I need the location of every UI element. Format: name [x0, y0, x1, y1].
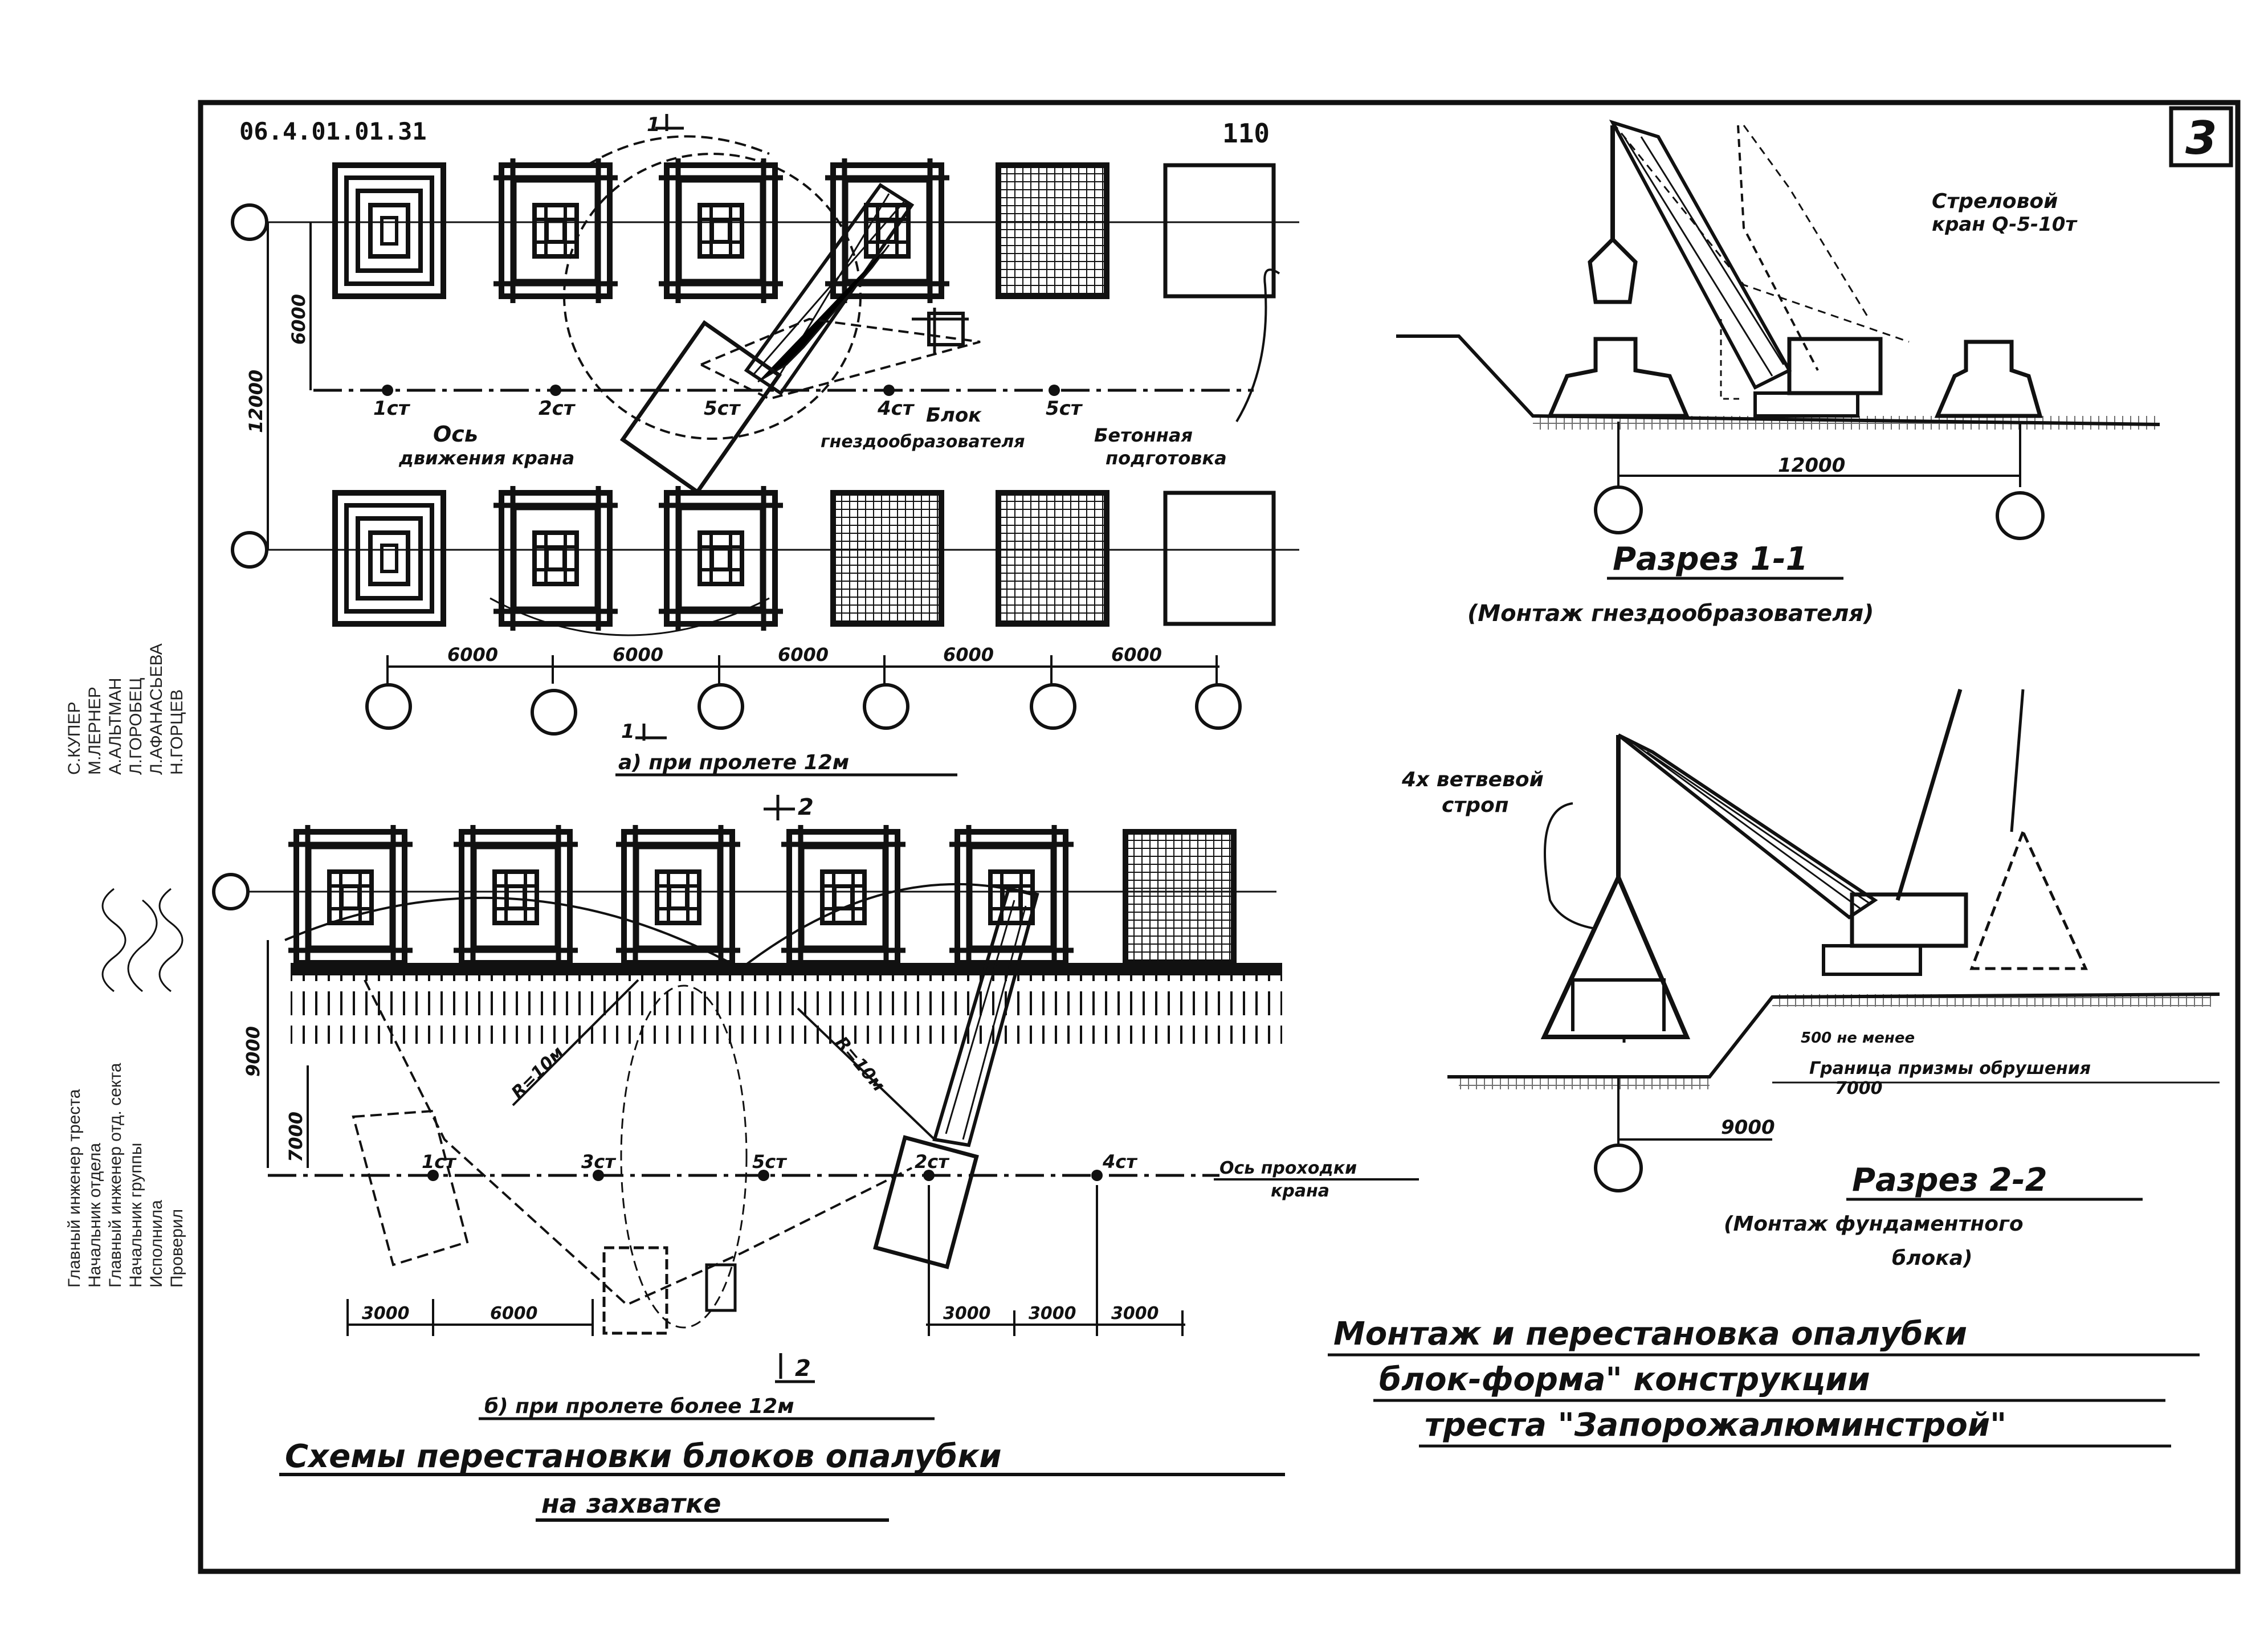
plan-b-stand-5: 5ст: [752, 1151, 788, 1173]
plan-a-dim-1: 6000: [447, 644, 498, 665]
handwritten-signatures: [101, 888, 183, 992]
plan-b-stand-1: 1ст: [422, 1151, 457, 1173]
stamp-role-4: Начальник группы: [127, 1143, 145, 1288]
plan-b-dim-9000: 9000: [242, 1026, 264, 1077]
section-1-title: Разрез 1-1: [1613, 541, 1808, 578]
crane-boom-plan-a: [619, 182, 981, 495]
crane-axis-label-2: движения крана: [398, 447, 574, 469]
prism-boundary-label: Граница призмы обрушения: [1809, 1059, 2091, 1079]
crane-type-label-2: кран Q-5-10т: [1932, 213, 2078, 236]
section-1-subtitle: (Монтаж гнездообразователя): [1467, 601, 1874, 627]
stamp-role-3: Главный инженер отд. секта: [106, 1063, 125, 1288]
section-2-dim-9000: 9000: [1721, 1116, 1775, 1139]
stamp-name-5: Л.АФАНАСЬЕВА: [147, 643, 166, 775]
dim-6000-vertical: 6000: [288, 294, 309, 345]
plan-a: 6000 12000 1ст 2ст 5ст 4ст 5ст Ось движе…: [231, 113, 1299, 777]
plan-b-stand-2: 2ст: [915, 1151, 950, 1173]
concrete-label-2: подготовка: [1106, 447, 1227, 469]
plan-b-axis-label-2: крана: [1271, 1181, 1329, 1201]
plan-b: 2 9000 7000 R=10м R=10м: [212, 794, 1419, 1420]
block-label: Блок: [926, 404, 982, 427]
right-title-line-1: Монтаж и перестановка опалубки: [1333, 1316, 1967, 1353]
stamp-name-4: Л.ГОРОБЕЦ: [127, 678, 145, 775]
plan-a-stand-4: 4ст: [877, 397, 915, 420]
plan-b-dim-r-1: 3000: [943, 1304, 991, 1324]
stamp-role-5: Исполнила: [147, 1200, 166, 1288]
plan-a-stand-1: 1ст: [373, 397, 411, 420]
main-title-2: на захватке: [541, 1488, 721, 1519]
plan-b-axis-label: Ось проходки: [1219, 1158, 1357, 1178]
plan-b-dim-l-2: 6000: [490, 1304, 538, 1324]
section-2-dim-7000: 7000: [1835, 1079, 1883, 1098]
cut2-top: 2: [798, 794, 814, 820]
stamp-name-6: Н.ГОРЦЕВ: [168, 689, 186, 775]
right-title-line-2: блок-форма" конструкции: [1379, 1361, 1870, 1398]
crane-boom-plan-b: [352, 887, 1039, 1335]
stamp-name-3: А.АЛЬТМАН: [106, 678, 125, 775]
page-number: 110: [1222, 118, 1270, 149]
crane-axis-label: Ось: [433, 422, 478, 447]
stamp-role-1: Главный инженер треста: [65, 1089, 84, 1288]
cut-marker-bottom: 1: [621, 720, 635, 743]
sling-label: 4х ветвевой: [1401, 768, 1544, 791]
plan-b-dim-r-3: 3000: [1111, 1304, 1159, 1324]
stamp-role-2: Начальник отдела: [85, 1143, 104, 1288]
section-1-1: Стреловой кран Q-5-10т 12000 Разрез 1-1 …: [1396, 119, 2160, 627]
drawing-code: 06.4.01.01.31: [239, 117, 427, 145]
cut2-bottom: 2: [795, 1355, 811, 1382]
dim-500-min: 500 не менее: [1801, 1030, 1915, 1047]
signature-stamp: Главный инженер треста С.КУПЕР Начальник…: [65, 643, 186, 1288]
cut-marker-top: 1: [647, 113, 660, 136]
dim-12000-vertical: 12000: [245, 370, 267, 433]
section-2-title: Разрез 2-2: [1852, 1162, 2047, 1199]
plan-b-dim-r-2: 3000: [1029, 1304, 1076, 1324]
stamp-name-1: С.КУПЕР: [65, 702, 84, 775]
plan-b-stand-3: 3ст: [581, 1151, 617, 1173]
concrete-label: Бетонная: [1094, 424, 1193, 446]
plan-b-caption: б) при пролете более 12м: [484, 1395, 794, 1418]
section-2-subtitle: (Монтаж фундаментного: [1724, 1212, 2024, 1236]
sheet-frame: [198, 100, 2241, 1574]
right-title-line-3: треста "Запорожалюминстрой": [1425, 1407, 2006, 1444]
plan-a-dim-4: 6000: [943, 644, 994, 665]
plan-a-caption: а) при пролете 12м: [618, 751, 849, 774]
section-2-subtitle-2: блока): [1892, 1247, 1972, 1270]
section-1-dim: 12000: [1778, 454, 1845, 477]
stamp-name-2: М.ЛЕРНЕР: [85, 687, 104, 775]
plan-a-stand-5: 5ст: [704, 397, 741, 420]
radius-left: R=10м: [508, 1043, 568, 1103]
plan-a-stand-5b: 5ст: [1046, 397, 1083, 420]
block-label-2: гнездообразователя: [821, 432, 1025, 452]
plan-a-dim-2: 6000: [613, 644, 663, 665]
right-title: Монтаж и перестановка опалубки блок-форм…: [1328, 1316, 2200, 1448]
sling-label-2: строп: [1442, 794, 1509, 817]
plan-b-stand-4: 4ст: [1102, 1151, 1138, 1173]
section-2-2: 4х ветвевой строп 500 не менее Граница п…: [1401, 689, 2220, 1270]
stamp-role-6: Проверил: [168, 1209, 186, 1288]
main-title: Схемы перестановки блоков опалубки: [285, 1438, 1001, 1475]
plan-a-dim-5: 6000: [1111, 644, 1162, 665]
plan-b-dim-l-1: 3000: [362, 1304, 410, 1324]
crane-type-label: Стреловой: [1932, 190, 2058, 213]
sheet-number: 3: [2185, 112, 2217, 165]
plan-b-dim-7000: 7000: [285, 1112, 307, 1162]
plan-a-dim-3: 6000: [778, 644, 829, 665]
plan-a-stand-2: 2ст: [539, 397, 576, 420]
